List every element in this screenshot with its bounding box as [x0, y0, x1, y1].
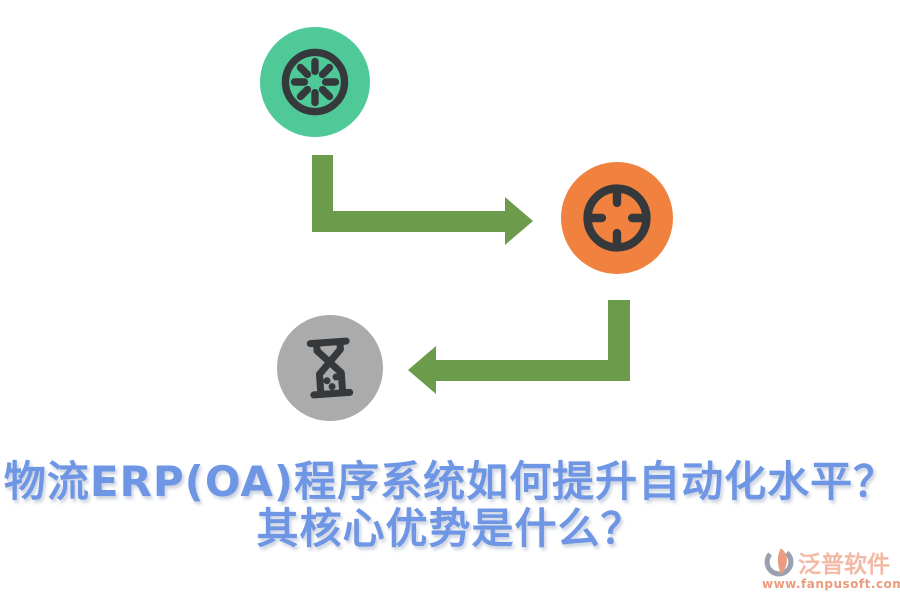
caption-line-2: 其核心优势是什么？	[256, 504, 644, 553]
watermark-brand: 泛普软件	[798, 552, 890, 578]
spinner-icon	[281, 48, 349, 116]
crosshair-icon	[583, 184, 651, 252]
node-target	[561, 162, 673, 274]
arrow-2-head-left	[408, 346, 436, 394]
hourglass-icon	[306, 337, 354, 399]
arrow-2-horizontal-segment	[436, 360, 630, 381]
caption-line-1: 物流ERP(OA)程序系统如何提升自动化水平？	[3, 457, 897, 506]
watermark-row: 泛普软件	[762, 545, 898, 579]
fanpu-logo-icon	[764, 547, 794, 577]
node-wait	[277, 315, 383, 421]
arrow-1-head-right	[505, 197, 533, 245]
node-start	[260, 27, 370, 137]
watermark-url: www.fanpusoft.com	[762, 577, 900, 591]
caption: 物流ERP(OA)程序系统如何提升自动化水平？ 其核心优势是什么？	[0, 458, 900, 552]
arrow-1-horizontal-segment	[312, 211, 506, 232]
watermark: 泛普软件 www.fanpusoft.com	[762, 545, 900, 591]
